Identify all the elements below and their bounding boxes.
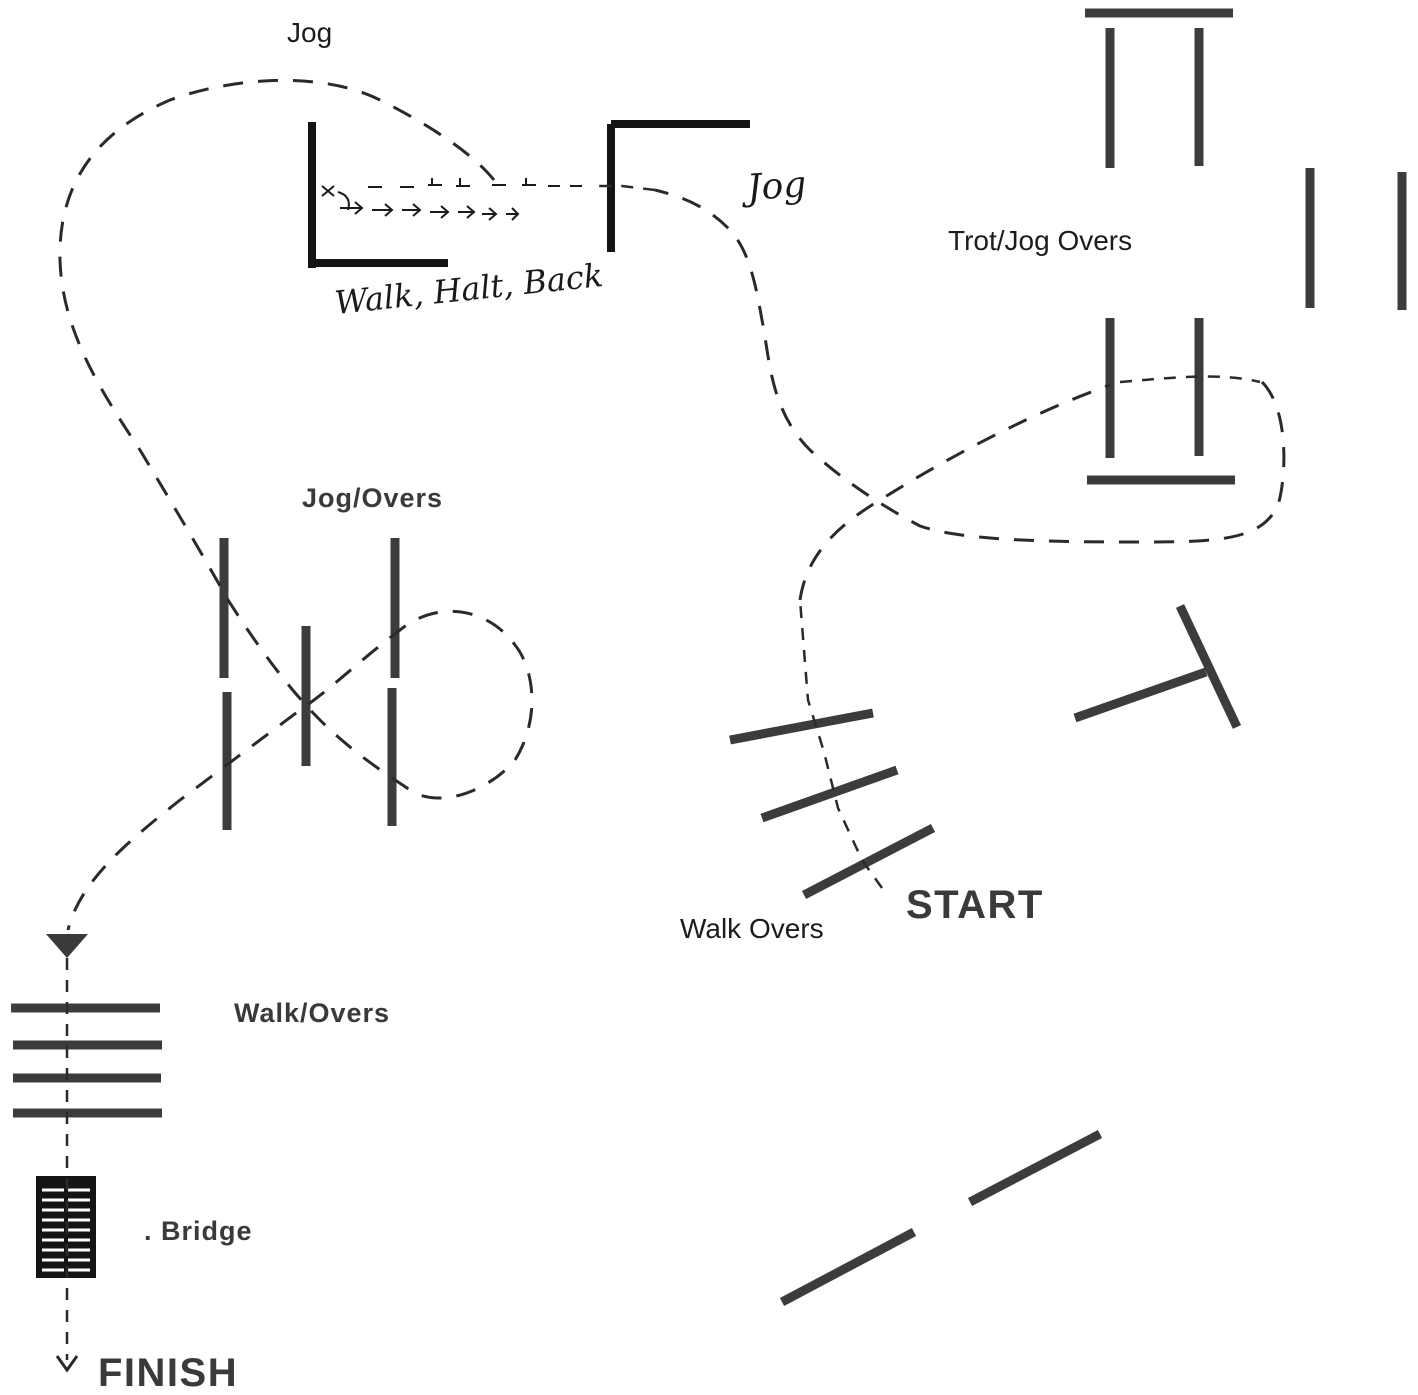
label-start: START [906, 883, 1044, 927]
route-arrowhead-down [46, 934, 88, 958]
course-route [46, 78, 1286, 1373]
walk-over-pole [729, 708, 874, 745]
trot-jog-overs-obstacle [1085, 8, 1407, 485]
back-through-box [308, 120, 750, 268]
route-arrowhead-finish [55, 1355, 79, 1373]
label-walk-overs-right: Walk Overs [680, 913, 824, 944]
route-segment [1119, 375, 1261, 384]
angled-pole [967, 1130, 1103, 1206]
label-walk-overs-left: Walk/Overs [234, 998, 390, 1028]
label-bridge: . Bridge [144, 1216, 253, 1246]
pencil-arrow-row-lower [340, 201, 520, 221]
label-finish: FINISH [98, 1351, 238, 1395]
walk-overs-left-obstacle [11, 1003, 162, 1118]
t-pole-obstacle [1073, 604, 1242, 729]
back-up-arrows [321, 178, 582, 221]
angled-pole [779, 1228, 917, 1306]
t-pole-cross [1175, 604, 1242, 729]
label-jog-handwritten: Jog [739, 164, 808, 210]
walk-overs-obstacle [729, 708, 936, 899]
walk-over-pole [760, 765, 899, 823]
t-pole-stem [1073, 667, 1208, 723]
route-segment [798, 599, 884, 889]
label-jog-top: Jog [287, 17, 332, 48]
angled-poles [779, 1130, 1103, 1306]
halt-mark-x [321, 185, 335, 197]
walk-over-pole [801, 824, 936, 899]
route-segment [654, 188, 1286, 544]
route-segment [798, 383, 1111, 601]
jog-overs-obstacle [219, 538, 400, 830]
pencil-arrow-row-upper [368, 178, 582, 188]
route-segment [590, 184, 656, 192]
label-trot-jog-overs: Trot/Jog Overs [948, 225, 1132, 256]
route-segment [58, 78, 534, 931]
label-jog-overs: Jog/Overs [302, 483, 443, 513]
